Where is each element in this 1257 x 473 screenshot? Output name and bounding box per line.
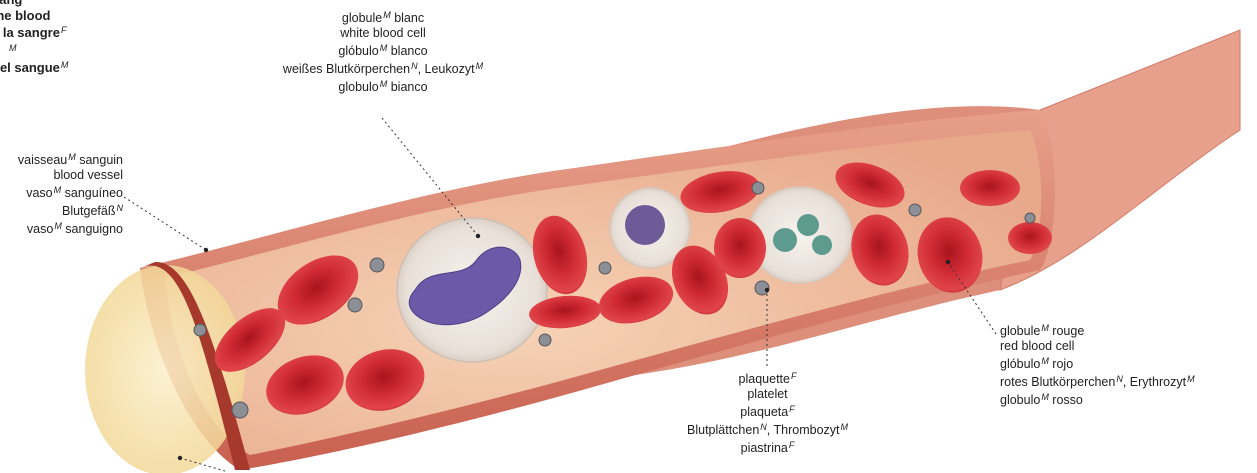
label-line: red blood cell [1000, 339, 1240, 354]
platelet [1025, 213, 1035, 223]
leader-dot [178, 456, 182, 460]
label-line: globuloM bianco [268, 77, 498, 95]
leader-dot [765, 288, 769, 292]
granulocyte-lobe [812, 235, 832, 255]
label-line: plaquetaF [655, 402, 880, 420]
label-white-blood-cell: globuleM blanc white blood cell glóbuloM… [268, 8, 498, 95]
granulocyte [748, 187, 852, 283]
platelet [194, 324, 206, 336]
platelet [370, 258, 384, 272]
label-line: globuleM blanc [268, 8, 498, 26]
leader-dot [946, 260, 950, 264]
label-line: piastrinaF [655, 438, 880, 456]
label-line: vaisseauM sanguin [0, 150, 123, 168]
label-line: rotes BlutkörperchenN, ErythrozytM [1000, 372, 1240, 390]
label-line: BlutgefäßN [0, 201, 123, 219]
platelet [232, 402, 248, 418]
label-line: white blood cell [268, 26, 498, 41]
leader-line-blood-vessel [124, 197, 206, 250]
granulocyte-lobe [797, 214, 819, 236]
granulocyte-lobe [773, 228, 797, 252]
label-line: blood vessel [0, 168, 123, 183]
label-red-blood-cell: globuleM rouge red blood cell glóbuloM r… [1000, 321, 1240, 408]
platelet [348, 298, 362, 312]
lymphocyte-nucleus [625, 205, 665, 245]
label-blood-vessel: vaisseauM sanguin blood vessel vasoM san… [0, 150, 123, 237]
red-blood-cell [1008, 222, 1052, 254]
label-line: globuloM rosso [1000, 390, 1240, 408]
label-line: weißes BlutkörperchenN, LeukozytM [268, 59, 498, 77]
label-platelet: plaquetteF platelet plaquetaF Blutplättc… [655, 369, 880, 456]
label-line: glóbuloM blanco [268, 41, 498, 59]
leader-dot [476, 234, 480, 238]
platelet [752, 182, 764, 194]
platelet [539, 334, 551, 346]
leader-dot [204, 248, 208, 252]
red-blood-cell [714, 218, 766, 278]
label-line: platelet [655, 387, 880, 402]
platelet [599, 262, 611, 274]
label-line: BlutplättchenN, ThrombozytM [655, 420, 880, 438]
red-blood-cell [960, 170, 1020, 206]
label-line: plaquetteF [655, 369, 880, 387]
label-line: glóbuloM rojo [1000, 354, 1240, 372]
platelet [909, 204, 921, 216]
label-line: vasoM sanguíneo [0, 183, 123, 201]
label-line: vasoM sanguigno [0, 219, 123, 237]
label-line: globuleM rouge [1000, 321, 1240, 339]
